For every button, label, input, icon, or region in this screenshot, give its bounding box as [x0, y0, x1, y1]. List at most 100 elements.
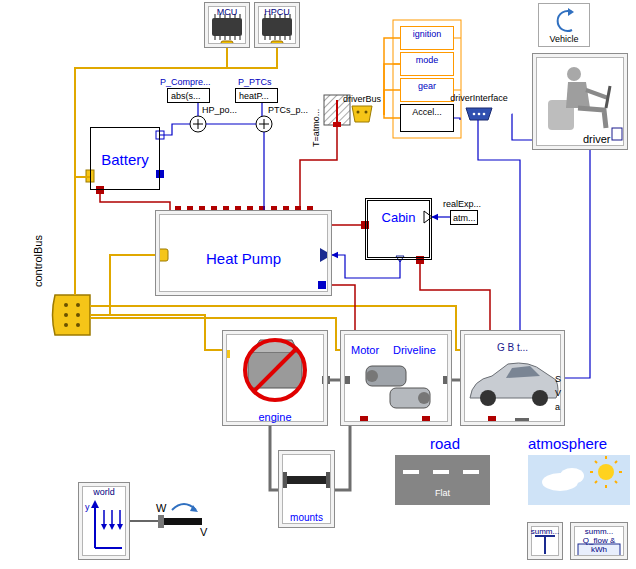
control-bus-connector — [53, 295, 91, 335]
node-label: engine — [258, 412, 291, 423]
summary-icons — [535, 536, 555, 554]
engine-picture — [245, 340, 305, 400]
control-bus-wire — [75, 177, 90, 295]
bus-connector — [478, 113, 481, 116]
heat-pump-ports — [318, 281, 326, 289]
mcu-chip — [215, 14, 240, 40]
battery-ports — [86, 131, 164, 194]
mounts-box: mounts — [278, 450, 335, 528]
road-picture — [395, 455, 490, 505]
control-bus-connector — [64, 313, 68, 317]
node-label: Vehicle — [549, 35, 578, 44]
mounts-bar — [282, 472, 287, 488]
control-bus-connector — [76, 303, 80, 307]
engine-picture — [224, 340, 330, 400]
cabin-box: Cabin — [365, 198, 432, 260]
driver-figure — [606, 86, 610, 108]
signal-box: gear — [400, 78, 454, 102]
node-text: heatP... — [239, 92, 269, 101]
node-label: Motor — [351, 345, 379, 356]
motor-driveline-picture — [418, 392, 430, 404]
car-picture — [515, 418, 529, 424]
node-text: Q_flow & kWh — [579, 537, 619, 555]
signal-wire — [454, 118, 460, 120]
cabin-ports — [361, 211, 432, 264]
vehicle-icon — [558, 8, 574, 31]
engine-picture — [224, 350, 230, 358]
control-bus-wire — [90, 318, 340, 350]
control-bus-connector — [76, 323, 80, 327]
motor-driveline-picture — [360, 416, 368, 424]
power-sensor — [190, 116, 272, 132]
flange-connection — [335, 426, 350, 490]
road-picture — [463, 470, 479, 474]
world-axes — [95, 547, 122, 549]
signal-wire — [384, 38, 400, 114]
node-text: y — [85, 503, 90, 512]
car-picture — [470, 363, 558, 424]
driver-box: driver — [532, 53, 628, 150]
mcu-chip — [212, 18, 242, 36]
node-label: P_Compre... — [160, 78, 211, 87]
rotating-flange — [190, 505, 198, 512]
node-label: mode — [416, 56, 439, 65]
hpcu-chip — [262, 18, 292, 36]
driver-figure — [612, 128, 622, 140]
power-sensor: PTCs_p... — [256, 116, 272, 132]
signal-bracket — [454, 38, 461, 39]
signal-wire — [512, 114, 532, 140]
signal-wire — [263, 132, 264, 210]
car-picture — [506, 366, 540, 378]
rotating-flange — [130, 504, 202, 528]
power-sensor — [264, 119, 265, 129]
node-label: atmosphere — [528, 436, 607, 451]
node-label: HP_po... — [202, 106, 237, 115]
node-label: world — [93, 488, 115, 497]
control-bus-connector — [76, 313, 80, 317]
signal-wire — [261, 103, 262, 116]
rotating-flange — [158, 515, 164, 528]
signal-wire — [565, 150, 590, 378]
mounts-bar — [282, 472, 331, 488]
power-sensor: HP_po... — [190, 116, 206, 132]
vehicle-icon-box: Vehicle — [538, 3, 590, 47]
node-text: atm... — [453, 214, 476, 223]
signal-box: Accel... — [400, 104, 454, 132]
atmosphere-picture — [590, 456, 622, 488]
battery-box: Battery — [90, 127, 160, 190]
motor-driveline-picture — [342, 376, 350, 384]
signal-wire — [206, 123, 256, 124]
world-axes — [94, 506, 96, 548]
node-label: Cabin — [382, 211, 416, 224]
signal-bracket — [393, 20, 461, 138]
signal-wire — [197, 103, 198, 116]
signal-wire — [384, 64, 400, 114]
node-label: gear — [418, 82, 436, 91]
controller-box: HPCU — [254, 2, 300, 48]
atmosphere-model: atmosphere — [528, 455, 630, 505]
bus-connector — [473, 113, 476, 116]
port-label: V — [200, 527, 207, 538]
gain-block: P_PTCsheatP... — [235, 88, 278, 103]
signal-bracket — [393, 20, 461, 138]
port-label: W — [156, 503, 166, 514]
world-axes — [91, 500, 123, 548]
node-label: road — [430, 436, 460, 451]
hpcu-chip — [265, 14, 290, 40]
engine-box: engine — [222, 330, 328, 426]
bus-connector — [357, 111, 360, 114]
road-picture — [395, 455, 490, 505]
gain-block: P_Compre...abs(s... — [167, 88, 210, 103]
driver-figure — [586, 90, 608, 98]
control-bus-wire — [75, 48, 227, 295]
motor-driveline-picture — [342, 366, 451, 424]
driver-figure — [578, 108, 606, 128]
world-axes — [91, 500, 99, 508]
vehicle-box: G B t...SVa — [460, 330, 565, 426]
heat-port-wire — [100, 190, 170, 210]
summary-box: summ... — [527, 522, 563, 560]
signal-wire — [478, 120, 520, 330]
node-label: driver — [583, 134, 611, 145]
